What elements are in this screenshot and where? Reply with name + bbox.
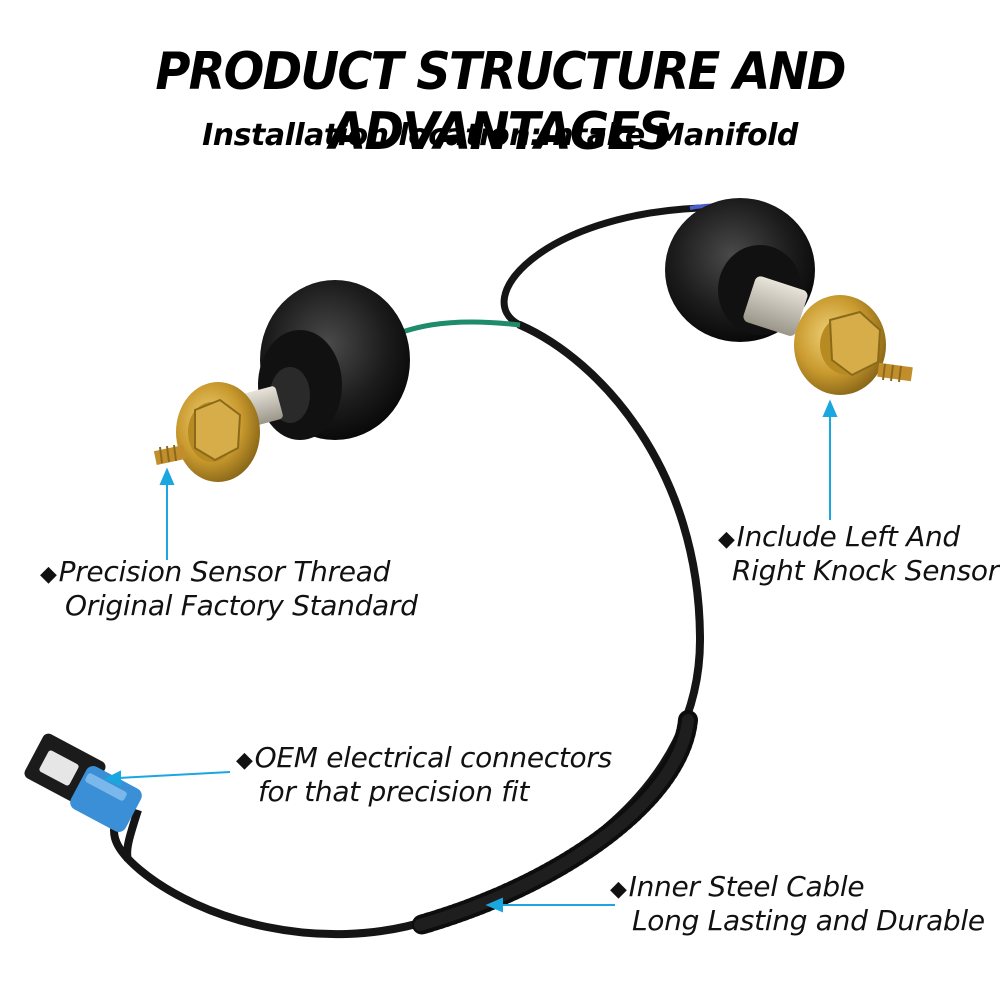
diamond-bullet-icon: ◆ [40, 562, 57, 587]
callout-pointers [103, 399, 838, 913]
electrical-connector [24, 733, 142, 862]
callout-cable: ◆Inner Steel Cable Long Lasting and Dura… [610, 871, 985, 936]
harness-wire [110, 204, 705, 939]
callout-connector: ◆OEM electrical connectors for that prec… [236, 742, 612, 807]
callout-knock-line2: Right Knock Sensor [732, 554, 999, 587]
callout-knock-line1: Include Left And [736, 520, 961, 553]
callout-cable-line1: Inner Steel Cable [628, 870, 865, 903]
callout-thread-line1: Precision Sensor Thread [58, 555, 391, 588]
diamond-bullet-icon: ◆ [718, 527, 735, 552]
callout-knock: ◆Include Left And Right Knock Sensor [718, 521, 999, 586]
diamond-bullet-icon: ◆ [610, 877, 627, 902]
diamond-bullet-icon: ◆ [236, 748, 253, 773]
callout-thread: ◆Precision Sensor Thread Original Factor… [40, 556, 418, 621]
page-title: PRODUCT STRUCTURE AND ADVANTAGES [155, 42, 846, 162]
left-knock-sensor [153, 382, 283, 482]
callout-thread-line2: Original Factory Standard [65, 589, 418, 622]
right-knock-sensor [743, 276, 913, 395]
callout-connector-line1: OEM electrical connectors [254, 741, 613, 774]
callout-cable-line2: Long Lasting and Durable [632, 904, 985, 937]
page-subtitle: Installation location:Intake Manifold [202, 118, 798, 153]
callout-connector-line2: for that precision fit [258, 775, 530, 808]
